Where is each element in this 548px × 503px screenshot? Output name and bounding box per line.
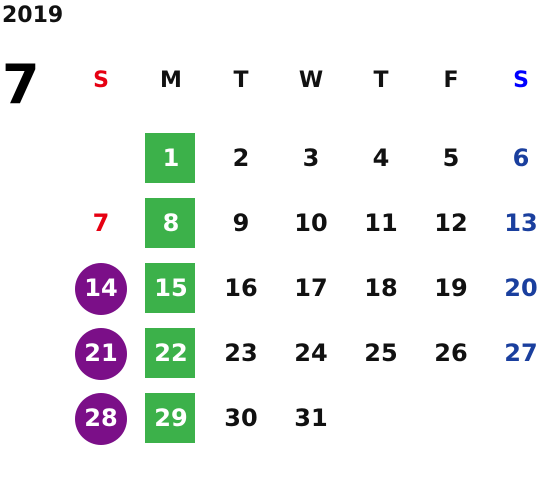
day-number: 4: [372, 143, 390, 172]
day-cell-highlighted[interactable]: 8: [136, 190, 206, 255]
day-cell[interactable]: 19: [416, 255, 486, 320]
day-cell[interactable]: 17: [276, 255, 346, 320]
day-cell[interactable]: 2: [206, 125, 276, 190]
day-number: 21: [84, 338, 118, 367]
day-number: 19: [434, 273, 468, 302]
day-cell[interactable]: 25: [346, 320, 416, 385]
day-number: 8: [162, 208, 180, 237]
day-number: 17: [294, 273, 328, 302]
day-number: 12: [434, 208, 468, 237]
day-cell[interactable]: 3: [276, 125, 346, 190]
day-cell[interactable]: 12: [416, 190, 486, 255]
day-number: 16: [224, 273, 258, 302]
day-number: 18: [364, 273, 398, 302]
weekday-wed: W: [298, 67, 324, 93]
day-number: 3: [302, 143, 320, 172]
day-cell-highlighted[interactable]: 21: [66, 320, 136, 385]
day-cell[interactable]: 4: [346, 125, 416, 190]
weekday-sun: S: [93, 67, 109, 93]
day-number: 11: [364, 208, 398, 237]
day-cell: [486, 385, 548, 450]
weekday-sat: S: [513, 67, 529, 93]
day-number: 5: [442, 143, 460, 172]
day-cell[interactable]: 18: [346, 255, 416, 320]
day-cell-highlighted[interactable]: 28: [66, 385, 136, 450]
day-cell-highlighted[interactable]: 22: [136, 320, 206, 385]
day-cell-highlighted[interactable]: 1: [136, 125, 206, 190]
day-cell[interactable]: 26: [416, 320, 486, 385]
day-number: 29: [154, 403, 188, 432]
day-cell[interactable]: 11: [346, 190, 416, 255]
day-cell[interactable]: 23: [206, 320, 276, 385]
day-cell-highlighted[interactable]: 29: [136, 385, 206, 450]
weekday-mon: M: [160, 67, 182, 93]
day-number: 20: [504, 273, 538, 302]
day-cell: [66, 125, 136, 190]
day-cell-highlighted[interactable]: 14: [66, 255, 136, 320]
calendar-year: 2019: [2, 3, 64, 28]
day-cell[interactable]: 16: [206, 255, 276, 320]
weekday-thu: T: [373, 67, 389, 93]
day-cell[interactable]: 31: [276, 385, 346, 450]
day-number: 10: [294, 208, 328, 237]
calendar-month: 7: [2, 53, 40, 116]
day-cell[interactable]: 24: [276, 320, 346, 385]
day-cell[interactable]: 10: [276, 190, 346, 255]
day-cell-highlighted[interactable]: 15: [136, 255, 206, 320]
day-number: 26: [434, 338, 468, 367]
day-number: 30: [224, 403, 258, 432]
weekday-fri: F: [443, 67, 459, 93]
day-cell[interactable]: 20: [486, 255, 548, 320]
day-cell: [416, 385, 486, 450]
day-cell[interactable]: 30: [206, 385, 276, 450]
day-number: 2: [232, 143, 250, 172]
day-number: 27: [504, 338, 538, 367]
day-number: 24: [294, 338, 328, 367]
day-number: 14: [84, 273, 118, 302]
day-cell[interactable]: 5: [416, 125, 486, 190]
weekday-tue: T: [233, 67, 249, 93]
day-number: 28: [84, 403, 118, 432]
day-number: 25: [364, 338, 398, 367]
day-number: 1: [162, 143, 180, 172]
day-cell[interactable]: 7: [66, 190, 136, 255]
day-number: 23: [224, 338, 258, 367]
day-number: 9: [232, 208, 250, 237]
calendar-grid: S M T W T F S 1 2 3 4 5 6 7 8 9 10 11 12…: [66, 60, 548, 450]
day-cell: [346, 385, 416, 450]
day-number: 22: [154, 338, 188, 367]
day-number: 6: [512, 143, 530, 172]
day-cell[interactable]: 6: [486, 125, 548, 190]
day-number: 13: [504, 208, 538, 237]
day-number: 7: [92, 208, 110, 237]
day-cell[interactable]: 27: [486, 320, 548, 385]
day-cell[interactable]: 13: [486, 190, 548, 255]
day-cell[interactable]: 9: [206, 190, 276, 255]
day-number: 31: [294, 403, 328, 432]
day-number: 15: [154, 273, 188, 302]
